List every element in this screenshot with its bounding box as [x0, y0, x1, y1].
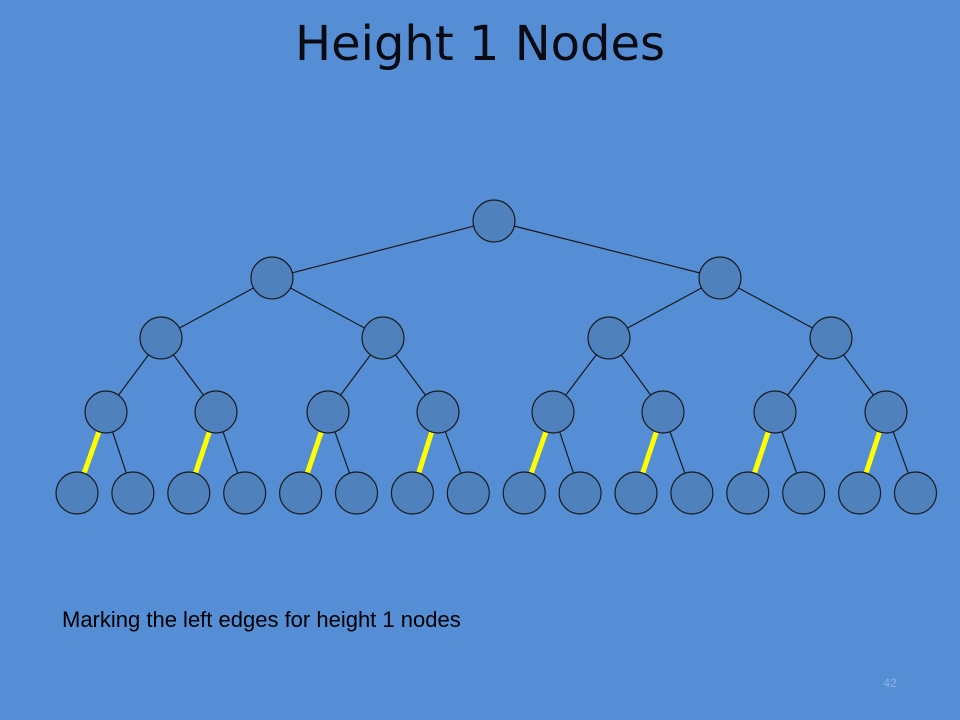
tree-edge [559, 431, 575, 474]
tree-node [194, 390, 238, 434]
highlighted-left-edge [81, 430, 102, 475]
tree-edge [395, 354, 426, 396]
slide-number: 42 [883, 676, 897, 690]
tree-edge [738, 287, 813, 329]
tree-edge [620, 354, 652, 396]
highlighted-left-edge [416, 431, 435, 474]
tree-leaf-node [279, 471, 323, 515]
tree-leaf-node [893, 471, 938, 515]
tree-node [809, 316, 853, 360]
tree-edge [565, 354, 597, 396]
tree-node [587, 316, 631, 360]
tree-edge [669, 431, 686, 474]
slide-title: Height 1 Nodes [294, 16, 665, 72]
tree-edge [173, 354, 204, 396]
tree-edge [514, 225, 700, 274]
tree-leaf-node [446, 471, 490, 515]
tree-leaf-node [502, 471, 546, 515]
tree-leaf-node [837, 471, 882, 515]
tree-leaf-node [558, 471, 602, 515]
highlighted-left-edge [304, 431, 324, 474]
tree-node [361, 316, 405, 360]
tree-node [753, 390, 797, 434]
tree-node [416, 390, 460, 434]
tree-root-node [472, 199, 516, 243]
nodes-layer [55, 199, 938, 515]
tree-edge [292, 225, 474, 274]
tree-edge [843, 354, 874, 396]
tree-node [864, 390, 908, 434]
tree-leaf-node [782, 471, 826, 515]
tree-node [641, 390, 685, 434]
tree-edge [787, 354, 819, 396]
tree-edge [444, 431, 462, 474]
slide-caption: Marking the left edges for height 1 node… [62, 607, 461, 632]
tree-leaf-node [670, 471, 714, 515]
tree-leaf-node [223, 471, 267, 515]
tree-leaf-node [111, 471, 155, 515]
tree-edge [290, 287, 365, 329]
edges-layer [81, 225, 909, 475]
tree-node [531, 390, 575, 434]
tree-edge [781, 431, 798, 474]
highlighted-left-edge [752, 431, 771, 474]
tree-edge [334, 431, 351, 474]
highlighted-left-edge [863, 431, 882, 474]
tree-node [139, 316, 183, 360]
tree-edge [340, 354, 371, 396]
tree-leaf-node [614, 471, 658, 515]
tree-node [250, 256, 294, 300]
tree-node [698, 256, 742, 300]
tree-edge [118, 354, 149, 396]
tree-edge [112, 431, 127, 474]
tree-node [306, 390, 350, 434]
tree-leaf-node [167, 471, 211, 515]
tree-leaf-node [334, 471, 379, 515]
highlighted-left-edge [193, 431, 212, 474]
highlighted-left-edge [640, 431, 659, 474]
highlighted-left-edge [528, 430, 549, 475]
tree-leaf-node [55, 471, 99, 515]
tree-edge [627, 287, 702, 329]
tree-edge [892, 431, 909, 474]
tree-node [84, 390, 128, 434]
tree-leaf-node [726, 471, 770, 515]
tree-edge [179, 287, 254, 329]
tree-leaf-node [390, 471, 434, 515]
tree-edge [222, 431, 239, 474]
